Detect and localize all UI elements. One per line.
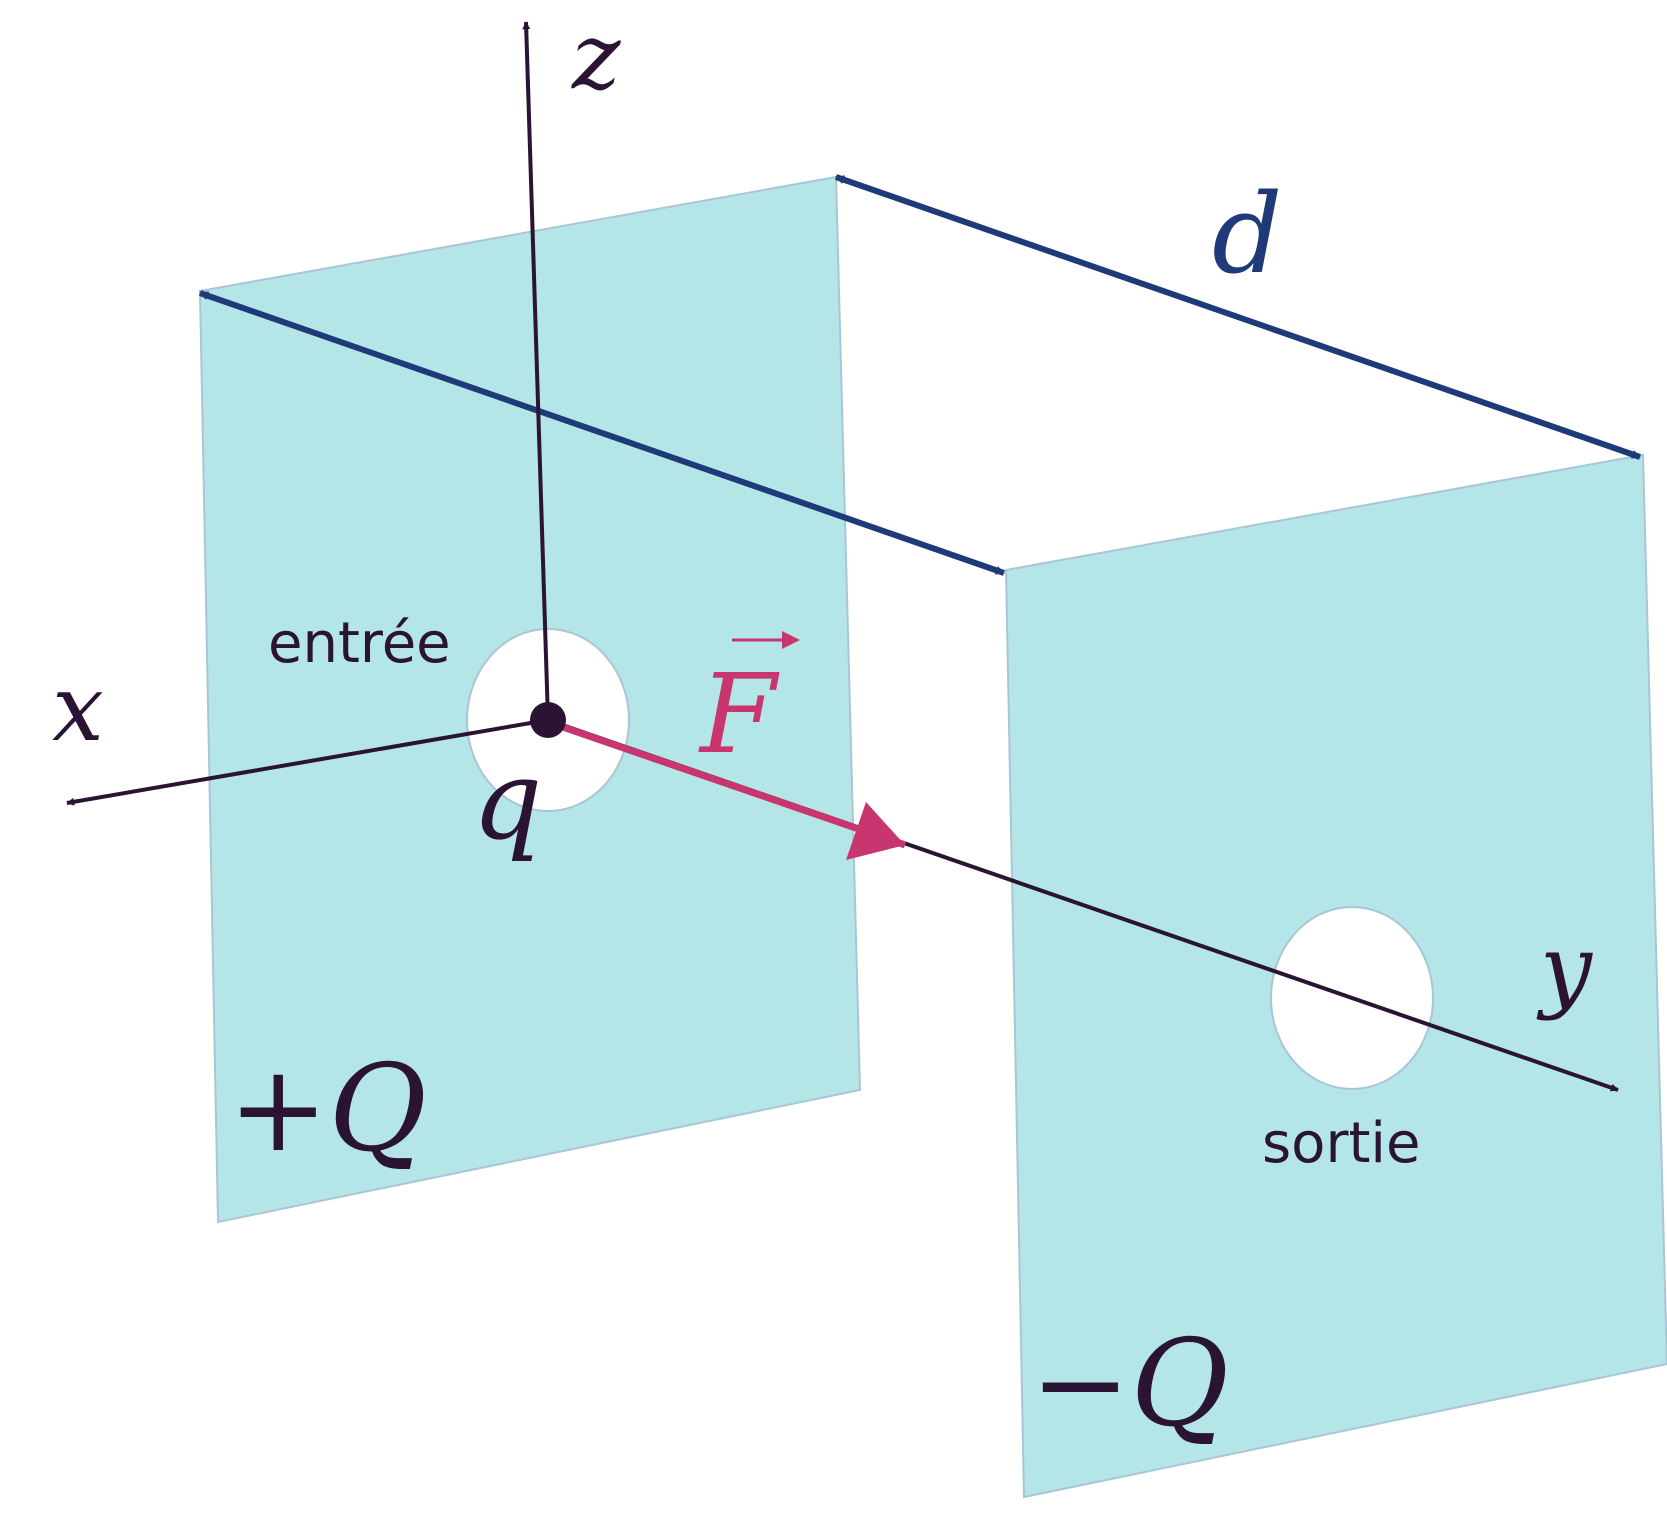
- distance-arrows: [199, 174, 1641, 576]
- charge-point: [530, 702, 566, 738]
- entry-hole-label: entrée: [268, 611, 451, 676]
- force-arrow: [546, 718, 907, 849]
- positive-plate-label: +Q: [228, 1040, 427, 1179]
- negative-plate-label: −Q: [1030, 1315, 1229, 1454]
- distance-arrow-bottom: [199, 290, 1005, 576]
- distance-label: d: [1212, 170, 1282, 298]
- charge-label: q: [472, 736, 542, 864]
- force-label: F: [698, 650, 780, 778]
- axis-x-label: x: [52, 655, 104, 762]
- axis-y-label: y: [1536, 915, 1593, 1022]
- negative-plate: [1004, 453, 1667, 1499]
- force-vector: [546, 631, 907, 860]
- force-arrowhead: [846, 802, 905, 860]
- x-axis: [66, 718, 549, 806]
- force-vector-bar-head: [782, 631, 800, 649]
- z-axis: [522, 21, 550, 721]
- distance-arrow-top: [835, 174, 1641, 460]
- axis-z-label: z: [571, 3, 621, 110]
- exit-hole-label: sortie: [1262, 1111, 1420, 1176]
